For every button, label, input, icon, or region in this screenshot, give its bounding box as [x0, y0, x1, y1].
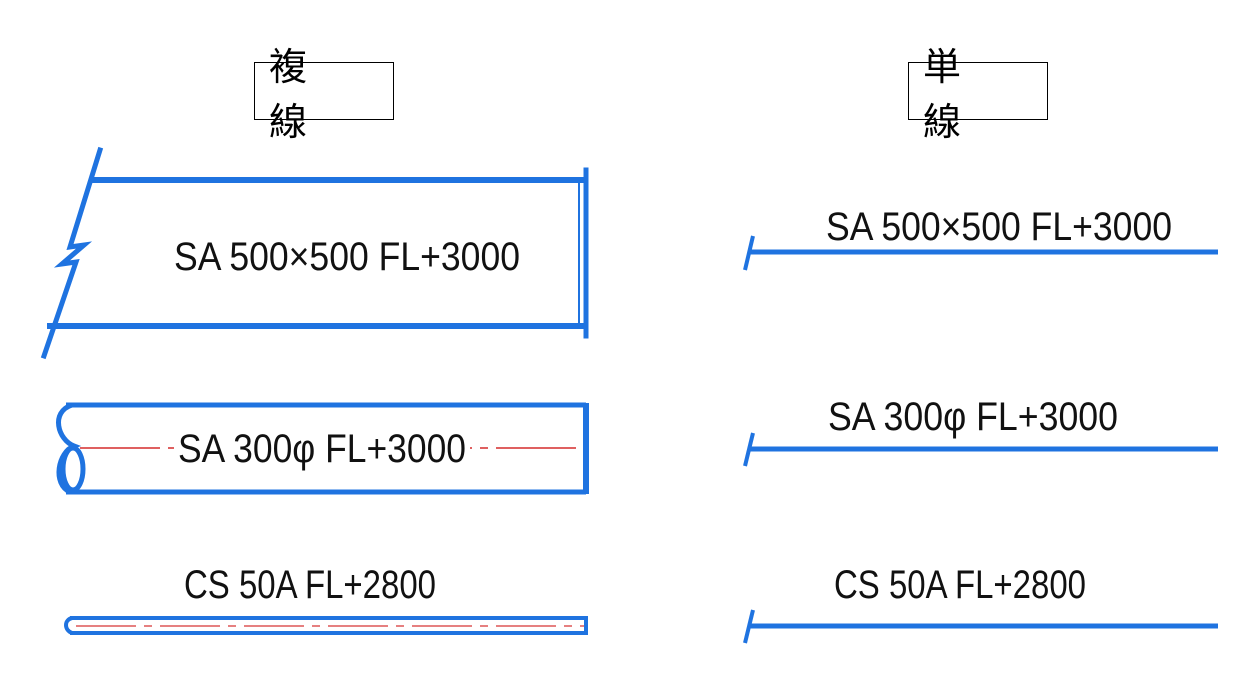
round-duct-double — [56, 402, 589, 495]
round-duct-single-label: SA 300φ FL+3000 — [828, 395, 1118, 439]
round-duct-single — [743, 432, 1218, 467]
round-duct-section-ellipse — [60, 445, 86, 493]
round-duct-label: SA 300φ FL+3000 — [178, 427, 466, 471]
rect-duct-break-line — [40, 146, 104, 360]
pipe-double — [64, 616, 588, 635]
rect-duct-single-label: SA 500×500 FL+3000 — [826, 205, 1172, 249]
pipe-single-break-tick — [743, 609, 755, 644]
rect-duct-single-break-tick — [743, 235, 755, 271]
single-line-header: 単 線 — [908, 45, 1048, 144]
pipe-label: CS 50A FL+2800 — [184, 563, 436, 607]
round-duct-single-break-tick — [743, 432, 755, 467]
pipe-single-label: CS 50A FL+2800 — [834, 563, 1086, 607]
round-duct-label-bg — [174, 425, 470, 469]
rect-duct-double — [40, 146, 589, 360]
rect-duct-single — [743, 235, 1218, 271]
pipe-break-arc — [64, 616, 73, 635]
rect-duct-label: SA 500×500 FL+3000 — [174, 235, 520, 279]
pipe-single — [743, 609, 1218, 644]
